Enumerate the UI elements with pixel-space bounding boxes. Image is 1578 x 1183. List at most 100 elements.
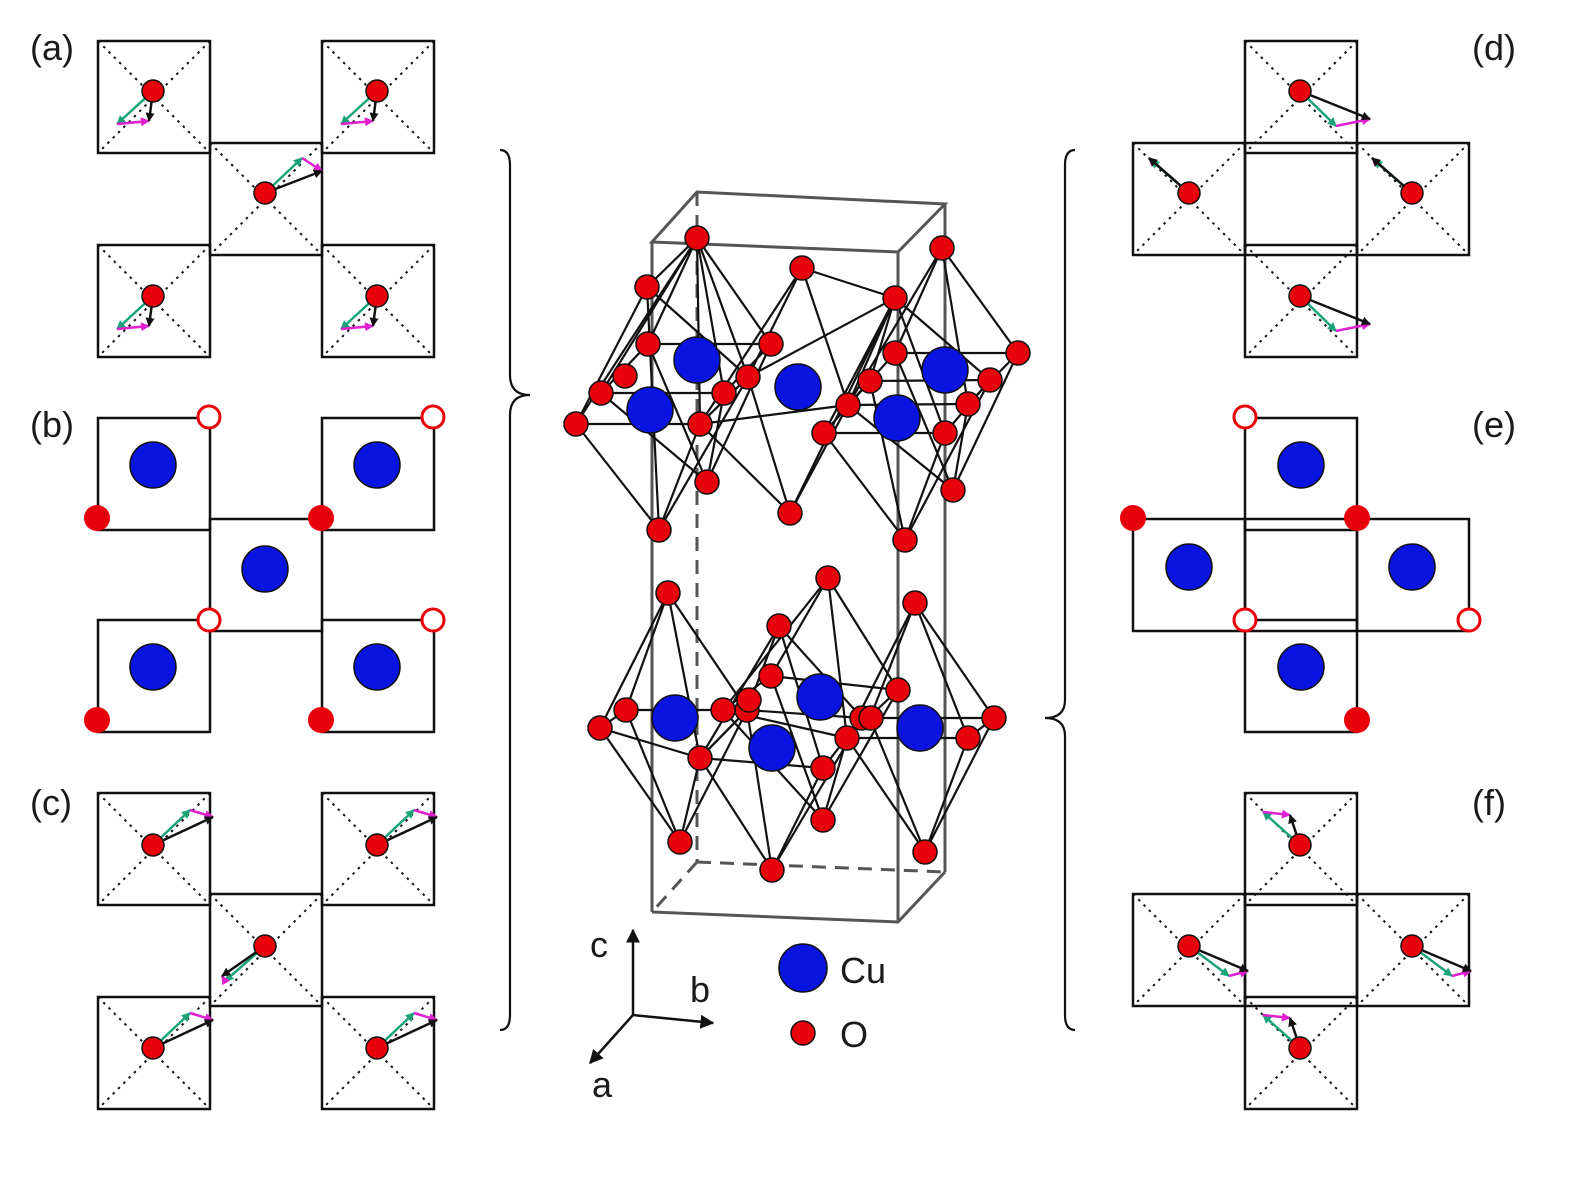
cu-o-bond (624, 592, 670, 711)
oxygen-atom (977, 367, 1003, 393)
oxygen-atom (789, 255, 815, 281)
oxygen-atom (1288, 833, 1312, 857)
oxygen-atom (766, 613, 792, 639)
plaquette-square (320, 39, 436, 155)
plaquette-square (320, 618, 436, 734)
oxygen-atom (810, 807, 836, 833)
cu-o-bond (699, 423, 791, 514)
unit-cell-bottom-edges (651, 870, 947, 924)
legend-cu-label: Cu (840, 950, 886, 991)
magenta-difference-arrow (220, 975, 231, 986)
oxygen-atom (687, 411, 713, 437)
oxygen-atom (882, 285, 908, 311)
cu-o-bond (678, 757, 702, 843)
plaquette-square (320, 243, 436, 359)
cu-o-bond (646, 286, 749, 378)
cu-o-bond (599, 592, 669, 729)
oxygen-atom (1400, 934, 1424, 958)
oxygen-atom (365, 833, 389, 857)
axes-triad: c b a (589, 924, 715, 1105)
cu-o-bond (600, 392, 708, 483)
legend-o-atom (790, 1020, 816, 1046)
cu-atom (1277, 643, 1325, 691)
cu-o-bond (658, 376, 749, 531)
cu-atom (353, 441, 401, 489)
oxygen-atom (253, 181, 277, 205)
magenta-difference-arrow (340, 117, 374, 127)
oxygen-filled-site (308, 505, 334, 531)
oxygen-atom (902, 590, 928, 616)
oxygen-atom (834, 725, 860, 751)
cu-o-bond (706, 343, 772, 483)
oxygen-open-site (1232, 607, 1258, 633)
magenta-difference-arrow (1262, 809, 1291, 819)
oxygen-atom (758, 663, 784, 689)
cu-atom (241, 545, 289, 593)
cu-o-bond (575, 423, 660, 531)
plaquette-square (96, 243, 212, 359)
panel-label-a: (a) (30, 27, 74, 68)
plaquette-square (1243, 243, 1359, 359)
cu-o-bond (705, 392, 726, 483)
plaquette-square (1243, 995, 1359, 1111)
oxygen-open-site (196, 404, 222, 430)
panel-d-oxygen-displacements (1131, 39, 1471, 359)
panel-e-cu-o-layer (1120, 404, 1482, 734)
cu-o-bond (699, 403, 849, 426)
magenta-difference-arrow (1262, 1012, 1291, 1022)
cu-o-bond (827, 577, 899, 691)
oxygen-open-site (420, 607, 446, 633)
oxygen-atom (955, 391, 981, 417)
oxygen-open-site (1456, 607, 1482, 633)
oxygen-atom (758, 331, 784, 357)
a-axis-label: a (592, 1064, 613, 1105)
oxygen-atom (810, 755, 836, 781)
plaquette-square (1355, 517, 1471, 633)
plaquette-square (1243, 791, 1359, 907)
oxygen-atom (253, 934, 277, 958)
plaquette-square (208, 892, 324, 1008)
oxygen-open-site (196, 607, 222, 633)
cu-o-bond (747, 267, 803, 378)
oxygen-atom (1400, 181, 1424, 205)
cu-o-bond (847, 404, 954, 491)
cu-o-bond (770, 577, 829, 677)
cu-o-bond (667, 592, 748, 711)
cu-o-bond (747, 297, 896, 378)
c-axis-label: c (590, 924, 608, 965)
cu-o-bond (778, 625, 863, 719)
cu-o-bond (952, 352, 1019, 491)
cu-o-bond (769, 675, 825, 821)
oxygen-atom (141, 79, 165, 103)
cu-atom (626, 386, 674, 434)
cu-o-bond (801, 266, 896, 300)
legend: Cu O (778, 943, 886, 1055)
plaquette-square (96, 416, 212, 532)
cu-o-bond (746, 376, 792, 514)
cu-o-bond (823, 432, 906, 541)
cu-o-bond (893, 247, 944, 354)
plaquette-square (96, 791, 212, 907)
oxygen-atom (365, 1036, 389, 1060)
oxygen-atom (815, 565, 841, 591)
oxygen-atom (759, 857, 785, 883)
cu-o-bond (913, 602, 970, 739)
magenta-difference-arrow (189, 1011, 214, 1022)
oxygen-atom (655, 580, 681, 606)
oxygen-atom (711, 380, 737, 406)
oxygen-filled-site (1120, 505, 1146, 531)
plaquette-square (208, 141, 324, 257)
cu-o-bond (903, 432, 947, 541)
legend-o-label: O (840, 1014, 868, 1055)
oxygen-open-site (1232, 404, 1258, 430)
cu-atom (129, 643, 177, 691)
oxygen-filled-site (1344, 505, 1370, 531)
oxygen-filled-site (84, 505, 110, 531)
oxygen-atom (735, 364, 761, 390)
right-brace (1044, 148, 1076, 1032)
magenta-difference-arrow (340, 322, 374, 332)
oxygen-atom (635, 331, 661, 357)
plaquette-square (1243, 416, 1359, 532)
oxygen-atom (1177, 181, 1201, 205)
panel-label-b: (b) (30, 404, 74, 445)
